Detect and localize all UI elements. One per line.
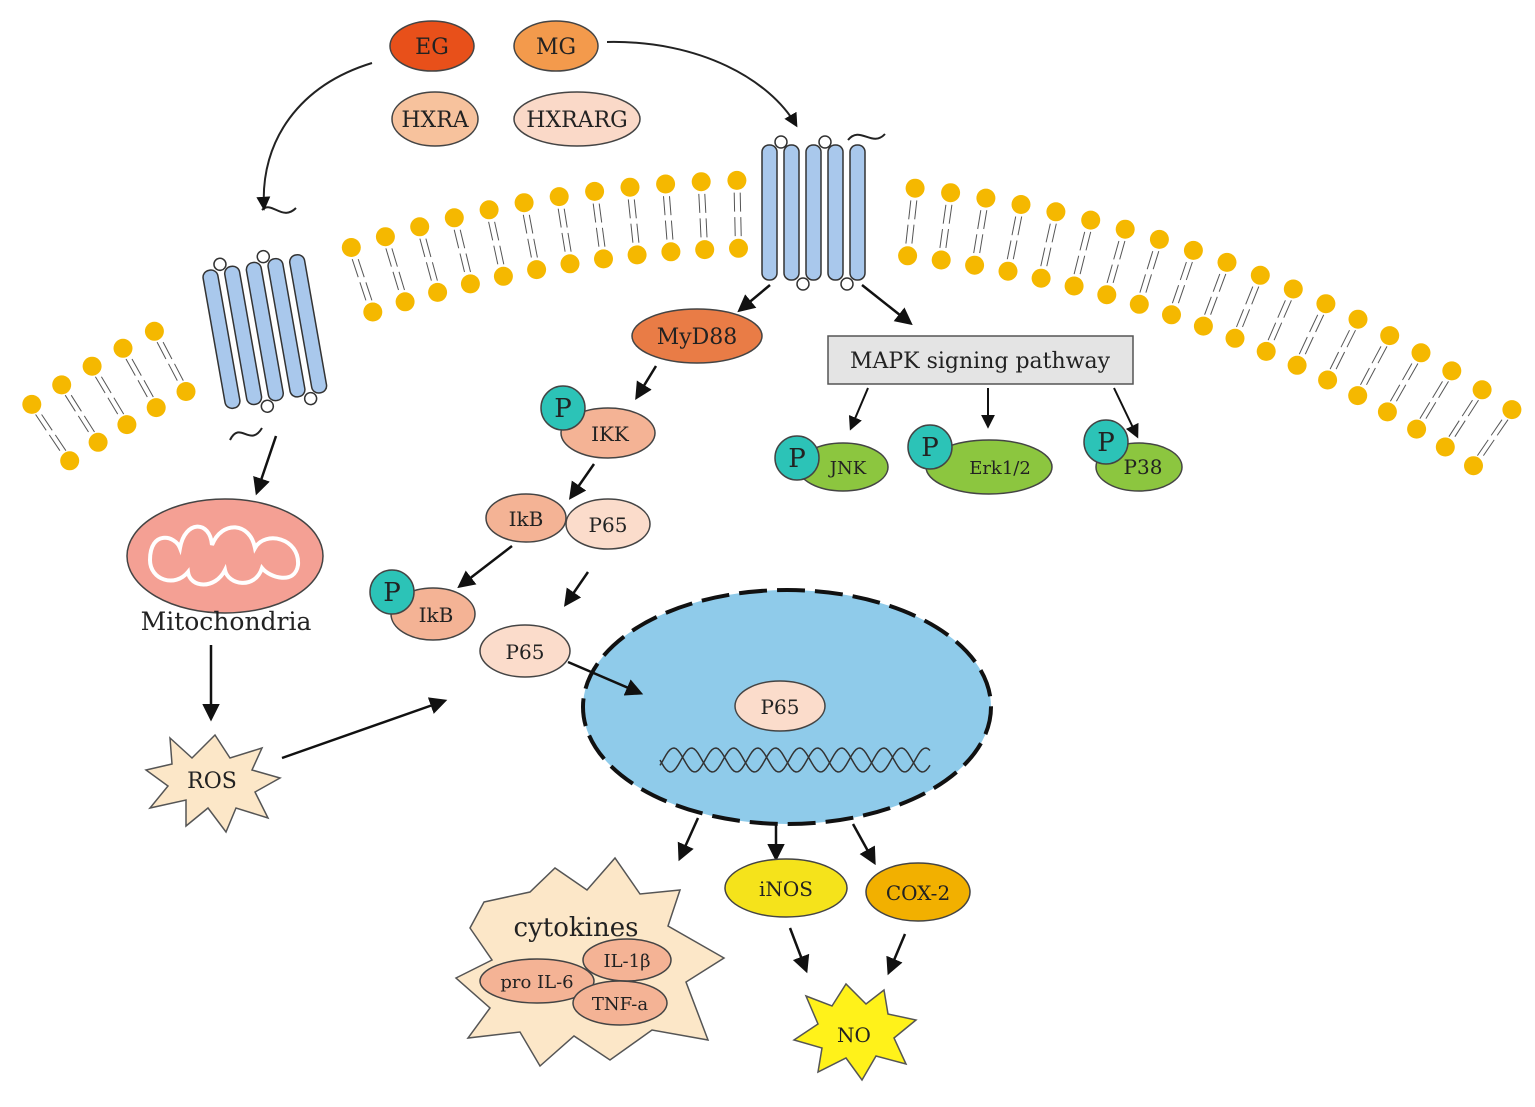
arrow-ikk-to-complex (568, 463, 596, 500)
node-mapk-pathway: MAPK signing pathway (827, 335, 1134, 385)
cytokines-title: cytokines (514, 913, 639, 943)
cytokine-tnfa-label: TNF-a (592, 994, 649, 1015)
arrow-ligand-to-right-receptor (606, 40, 798, 128)
node-ros-label: ROS (187, 769, 237, 794)
phospho-ikb-label: P (383, 578, 401, 608)
arrow-nucleus-to-cytokines (677, 817, 700, 862)
node-mitochondria-label: Mitochondria (141, 607, 312, 636)
node-mapk-label: MAPK signing pathway (850, 349, 1111, 374)
arrow-mapk-to-p38 (1113, 387, 1139, 439)
nucleus: P65 (581, 588, 993, 826)
phospho-erk-icon (907, 424, 953, 470)
dna-strand-2 (659, 747, 931, 773)
node-p65-complex-label: P65 (589, 513, 628, 537)
phospho-ikk-icon (540, 385, 586, 431)
node-mitochondria: Mitochondria (126, 435, 324, 636)
arrow-myd88-to-ikk (635, 365, 658, 400)
phospho-ikk-label: P (554, 394, 572, 424)
node-cox2: COX-2 (865, 862, 971, 922)
cytokine-il1b-label: IL-1β (603, 951, 650, 972)
dna-strand-1 (659, 747, 931, 773)
phospho-ikb-icon (369, 569, 415, 615)
node-ikb-p65-complex: IkB P65 (485, 493, 651, 550)
no-burst-icon (792, 982, 918, 1082)
ligand-hxra: HXRA (391, 91, 479, 147)
node-inos-label: iNOS (759, 877, 813, 901)
cytokine-il6-label: pro IL-6 (500, 972, 573, 993)
ligand-eg: EG (389, 20, 475, 72)
receptor-left-helices (202, 249, 328, 413)
ligand-eg-label: EG (415, 35, 449, 60)
arrow-p65-to-nucleus (567, 660, 644, 696)
ligand-hxra-label: HXRA (401, 108, 469, 133)
arrow-complex-to-p65 (564, 571, 590, 607)
arrow-inos-to-no (788, 927, 810, 974)
phospho-jnk-icon (774, 435, 820, 481)
arrow-cox2-to-no (886, 933, 907, 976)
phospho-p38-label: P (1097, 428, 1115, 458)
node-p65-free-label: P65 (506, 640, 545, 664)
arrow-receptor-to-mitochondria (253, 435, 278, 496)
arrow-complex-to-ikb (457, 545, 513, 589)
mitochondria-icon (126, 498, 324, 614)
arrow-mapk-to-jnk (848, 387, 869, 431)
phospho-p38-icon (1083, 419, 1129, 465)
node-jnk-label: JNK (828, 458, 867, 479)
node-erk: Erk1/2 P (907, 424, 1053, 495)
node-cytokines: cytokines IL-1β pro IL-6 TNF-a (454, 856, 726, 1068)
arrow-ligand-to-left-receptor (256, 62, 373, 211)
ligand-hxrarg: HXRARG (513, 91, 641, 147)
node-no-label: NO (837, 1023, 871, 1047)
cell-membrane (22, 170, 1522, 476)
phospho-jnk-label: P (788, 444, 806, 474)
node-ros: ROS (144, 733, 282, 834)
ligand-mg-label: MG (536, 35, 576, 60)
node-ikb-label: IkB (509, 507, 544, 531)
node-inos: iNOS (724, 858, 848, 918)
node-cox2-label: COX-2 (886, 881, 950, 905)
node-ikk-label: IKK (591, 422, 630, 446)
arrow-ros-to-nfkb (281, 697, 448, 760)
arrow-nucleus-to-cox2 (851, 823, 876, 866)
node-myd88: MyD88 (631, 308, 763, 364)
node-p65-nucleus-label: P65 (761, 695, 800, 719)
ros-burst-icon (144, 733, 282, 834)
node-p38-label: P38 (1124, 455, 1163, 479)
node-p65-free: P65 (479, 624, 571, 678)
node-p38: P38 P (1083, 419, 1183, 492)
ligand-hxrarg-label: HXRARG (526, 108, 627, 133)
receptor-left (202, 206, 328, 441)
arrow-receptor-to-myd88 (737, 284, 771, 313)
node-myd88-label: MyD88 (657, 325, 738, 350)
node-erk-label: Erk1/2 (969, 458, 1031, 479)
node-jnk: JNK P (774, 435, 889, 492)
phospho-erk-label: P (921, 433, 939, 463)
ligand-mg: MG (513, 20, 599, 72)
node-no: NO (792, 982, 918, 1082)
node-ikb-phospho: IkB P (369, 569, 476, 641)
receptor-right (761, 133, 886, 291)
node-ikk: IKK P (540, 385, 656, 459)
node-ikb-phospho-label: IkB (419, 603, 454, 627)
arrow-receptor-to-mapk (861, 284, 913, 326)
